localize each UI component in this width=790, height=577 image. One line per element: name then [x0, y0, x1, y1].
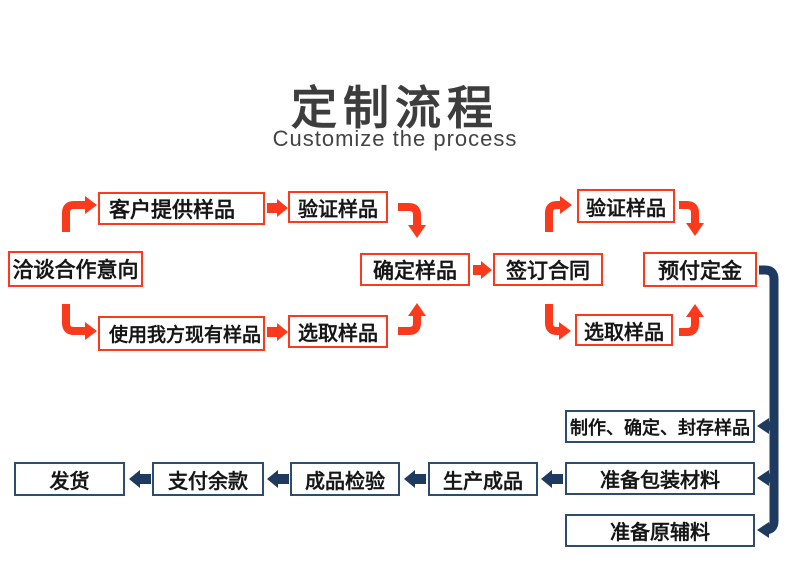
- arrow-elbow-up-right: [679, 317, 699, 336]
- node-produce-finished: 生产成品: [428, 462, 538, 496]
- node-pick-sample-right: 选取样品: [575, 314, 673, 346]
- arrow-inspect-to-paybalance: [267, 470, 289, 488]
- arrowhead-to-customer-sample: [85, 196, 97, 214]
- arrow-branch-up-right: [545, 201, 560, 232]
- page-title: 定制流程: [291, 82, 499, 134]
- arrow-useour-to-pick: [267, 323, 288, 341]
- node-negotiate-intent: 洽谈合作意向: [8, 251, 143, 287]
- arrow-elbow-down-right: [679, 201, 699, 223]
- arrow-customer-to-verify: [267, 199, 288, 217]
- arrow-elbow-up-mid: [398, 316, 421, 335]
- node-ship-goods: 发货: [14, 462, 125, 496]
- arrowhead-to-make-seal: [757, 418, 769, 434]
- node-verify-sample-left: 验证样品: [288, 191, 388, 223]
- node-finished-inspection: 成品检验: [290, 462, 400, 496]
- node-prepare-raw-materials: 准备原辅料: [565, 514, 755, 547]
- node-verify-sample-right: 验证样品: [577, 189, 675, 223]
- node-prepay-deposit: 预付定金: [643, 252, 757, 287]
- arrowhead-to-confirm-top: [408, 225, 426, 238]
- arrow-branch-down-right: [545, 304, 559, 335]
- arrowhead-to-prepay-top: [686, 223, 704, 236]
- arrow-preppack-to-produce: [541, 470, 563, 488]
- page-subtitle: Customize the process: [272, 126, 518, 151]
- arrowhead-to-confirm-bottom: [408, 303, 426, 316]
- arrowhead-to-prepare-raw: [757, 522, 769, 538]
- arrow-elbow-down-mid: [398, 203, 421, 225]
- arrow-branch-down-left: [62, 304, 85, 335]
- node-pick-sample-left: 选取样品: [288, 315, 388, 348]
- arrow-produce-to-inspect: [404, 470, 426, 488]
- arrowhead-to-use-our-sample: [85, 322, 97, 340]
- connector-prepay-down-rail: [759, 265, 779, 535]
- arrow-paybalance-to-ship: [129, 470, 151, 488]
- arrow-branch-up-left: [62, 201, 85, 232]
- node-pay-balance: 支付余款: [152, 462, 264, 496]
- node-customer-sample: 客户提供样品: [98, 192, 265, 225]
- node-prepare-packaging: 准备包装材料: [565, 462, 755, 495]
- arrowhead-to-verify-right: [560, 196, 572, 214]
- node-confirm-sample: 确定样品: [360, 253, 470, 286]
- node-make-confirm-seal-sample: 制作、确定、封存样品: [565, 410, 755, 443]
- arrowhead-to-pick-right: [559, 322, 571, 340]
- arrow-confirm-to-sign: [473, 261, 492, 279]
- node-sign-contract: 签订合同: [493, 253, 603, 286]
- arrowhead-to-prepay-bottom: [686, 304, 704, 317]
- node-use-our-sample: 使用我方现有样品: [98, 316, 265, 351]
- arrowhead-to-prepare-packaging: [757, 470, 769, 486]
